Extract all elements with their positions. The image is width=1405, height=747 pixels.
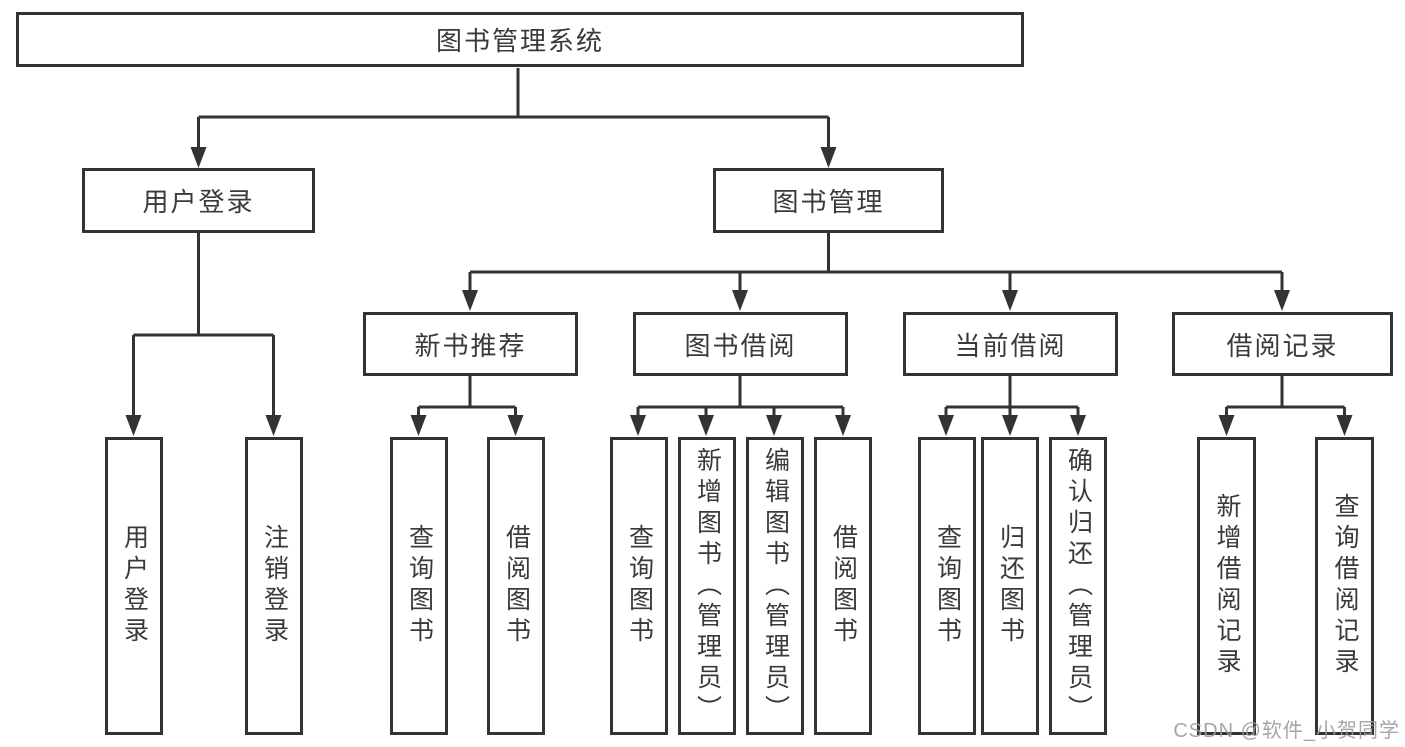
arrowhead-down-icon (732, 290, 748, 311)
leaf-recommend-query-book-label: 查询图书 (405, 524, 434, 648)
leaf-logout-login: 注销登录 (245, 437, 303, 735)
arrowhead-down-icon (820, 147, 837, 168)
node-borrow-records: 借阅记录 (1172, 312, 1393, 376)
node-root-label: 图书管理系统 (435, 26, 604, 56)
leaf-records-add-record-label: 新增借阅记录 (1213, 493, 1241, 679)
arrowhead-down-icon (1002, 290, 1018, 311)
arrowhead-down-icon (1002, 415, 1018, 436)
leaf-records-query-record: 查询借阅记录 (1315, 437, 1374, 735)
leaf-user-login: 用户登录 (105, 437, 163, 735)
leaf-records-query-record-label: 查询借阅记录 (1331, 493, 1359, 679)
arrowhead-down-icon (1336, 415, 1353, 436)
leaf-borrow-query-book: 查询图书 (610, 437, 668, 735)
arrowhead-down-icon (1218, 415, 1235, 436)
leaf-borrow-borrow-book: 借阅图书 (814, 437, 872, 735)
arrowhead-down-icon (835, 415, 851, 436)
arrowhead-down-icon (190, 147, 207, 168)
arrowhead-down-icon (462, 290, 478, 311)
leaf-borrow-add-book-admin-label: 新增图书（管理员） (693, 446, 722, 726)
arrowhead-down-icon (125, 415, 142, 436)
arrowhead-down-icon (698, 415, 714, 436)
leaf-borrow-edit-book-admin: 编辑图书（管理员） (746, 437, 804, 735)
node-book-borrow: 图书借阅 (633, 312, 848, 376)
leaf-borrow-edit-book-admin-label: 编辑图书（管理员） (761, 446, 790, 726)
node-current-borrow: 当前借阅 (903, 312, 1118, 376)
node-user-login: 用户登录 (82, 168, 315, 233)
node-user-login-label: 用户登录 (142, 187, 255, 217)
leaf-logout-login-label: 注销登录 (260, 524, 289, 648)
leaf-current-return-book: 归还图书 (981, 437, 1039, 735)
arrowhead-down-icon (1070, 415, 1086, 436)
leaf-user-login-label: 用户登录 (120, 524, 149, 648)
arrowhead-down-icon (265, 415, 282, 436)
leaf-records-add-record: 新增借阅记录 (1197, 437, 1256, 735)
arrowhead-down-icon (938, 415, 954, 436)
leaf-current-query-book: 查询图书 (918, 437, 976, 735)
leaf-current-return-book-label: 归还图书 (996, 524, 1025, 648)
arrowhead-down-icon (410, 415, 427, 436)
arrowhead-down-icon (766, 415, 782, 436)
watermark: CSDN @软件_小贺同学 (1173, 720, 1400, 742)
leaf-current-confirm-return-admin: 确认归还（管理员） (1049, 437, 1107, 735)
node-current-borrow-label: 当前借阅 (954, 330, 1067, 361)
node-book-borrow-label: 图书借阅 (684, 330, 797, 361)
leaf-borrow-add-book-admin: 新增图书（管理员） (678, 437, 736, 735)
arrowhead-down-icon (1274, 290, 1290, 311)
arrowhead-down-icon (507, 415, 524, 436)
node-new-book-recommend-label: 新书推荐 (414, 330, 527, 361)
node-new-book-recommend: 新书推荐 (363, 312, 578, 376)
node-book-management: 图书管理 (713, 168, 944, 233)
node-book-management-label: 图书管理 (772, 187, 885, 217)
leaf-current-confirm-return-admin-label: 确认归还（管理员） (1064, 446, 1093, 726)
leaf-borrow-query-book-label: 查询图书 (625, 524, 654, 648)
arrowhead-down-icon (630, 415, 646, 436)
leaf-recommend-borrow-book-label: 借阅图书 (502, 524, 531, 648)
node-borrow-records-label: 借阅记录 (1226, 330, 1339, 361)
leaf-recommend-borrow-book: 借阅图书 (487, 437, 545, 735)
leaf-borrow-borrow-book-label: 借阅图书 (829, 524, 858, 648)
leaf-current-query-book-label: 查询图书 (933, 524, 962, 648)
node-root: 图书管理系统 (16, 12, 1024, 67)
leaf-recommend-query-book: 查询图书 (390, 437, 448, 735)
